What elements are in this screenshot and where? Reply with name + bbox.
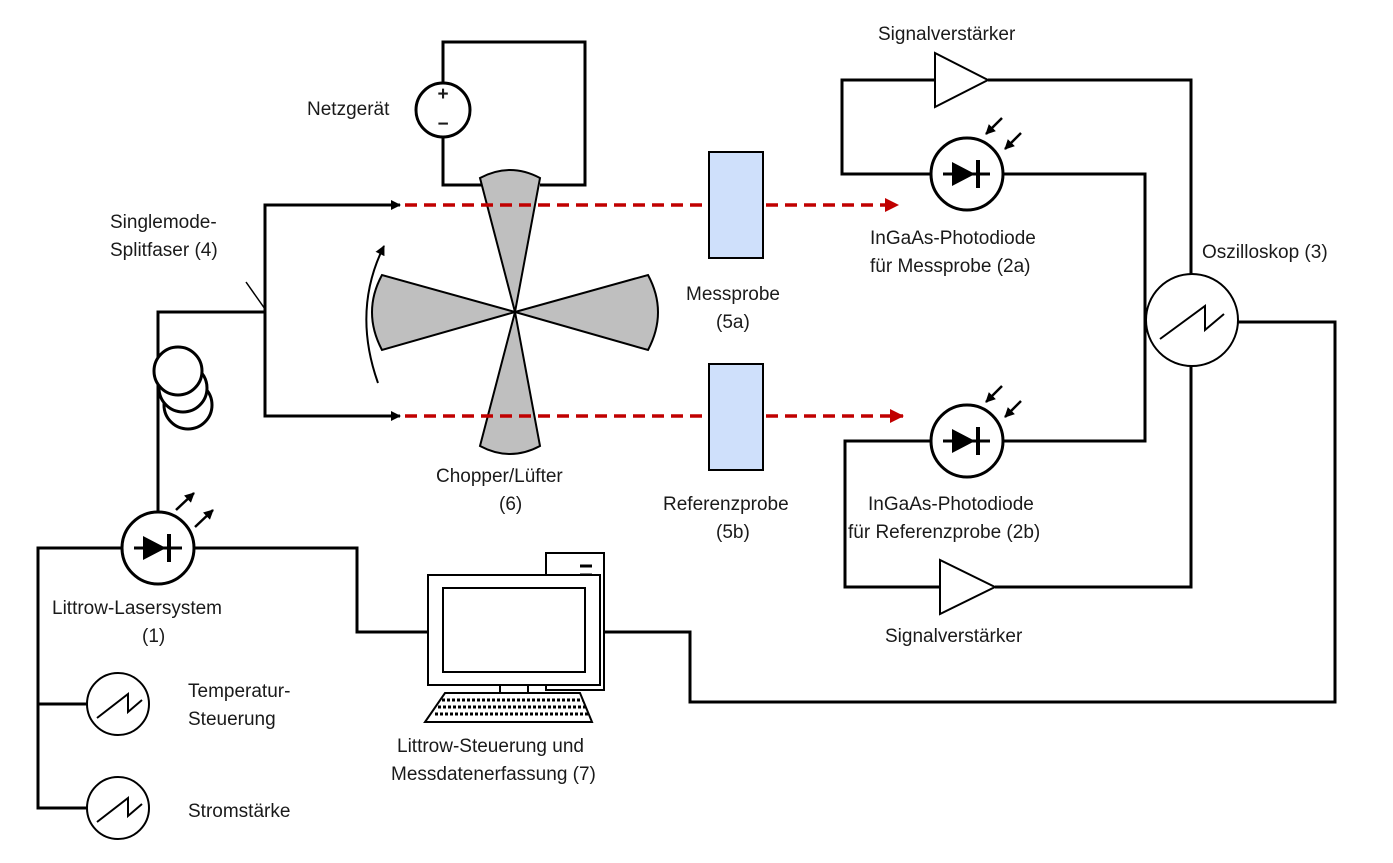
amp-bottom-feedback-wire bbox=[843, 439, 940, 589]
current-controller bbox=[86, 776, 150, 840]
measurement-sample-label-line2: (5a) bbox=[716, 312, 750, 333]
chopper-label-line2: (6) bbox=[499, 494, 522, 515]
pd-a-output-wire bbox=[1004, 172, 1147, 318]
signal-amplifier-bottom bbox=[939, 558, 998, 616]
measurement-sample bbox=[708, 151, 764, 259]
power-plus-symbol: + bbox=[437, 84, 448, 105]
photodiode-2b bbox=[929, 385, 1022, 479]
temperature-label-line1: Temperatur- bbox=[188, 681, 290, 702]
signal-amplifier-top bbox=[934, 51, 991, 109]
laser-left-bus bbox=[36, 546, 122, 810]
photodiode-2b-label-line1: InGaAs-Photodiode bbox=[868, 494, 1034, 515]
current-label: Stromstärke bbox=[188, 801, 290, 822]
fiber-top-branch bbox=[263, 200, 401, 312]
fiber-coil bbox=[152, 345, 214, 431]
amp-top-feedback-wire bbox=[840, 78, 935, 176]
laser-to-pc-wire bbox=[195, 546, 428, 634]
fiber-feed bbox=[156, 310, 265, 518]
measurement-sample-label-line1: Messprobe bbox=[686, 284, 780, 305]
computer-label-line2: Messdatenerfassung (7) bbox=[391, 764, 596, 785]
splitter-leader-line bbox=[245, 281, 266, 310]
pd-b-output-wire bbox=[1004, 318, 1147, 443]
oscilloscope-to-pc-wire bbox=[600, 320, 1337, 704]
laser-label-line2: (1) bbox=[142, 626, 165, 647]
fiber-bottom-branch bbox=[263, 312, 401, 421]
computer-label-line1: Littrow-Steuerung und bbox=[397, 736, 584, 757]
photodiode-2a bbox=[929, 117, 1022, 212]
amplifier-bottom-label: Signalverstärker bbox=[885, 626, 1023, 647]
photodiode-2a-label-line2: für Messprobe (2a) bbox=[870, 256, 1031, 277]
temperature-label-line2: Steuerung bbox=[188, 709, 276, 730]
chopper-fan bbox=[371, 169, 659, 455]
oscilloscope bbox=[1145, 273, 1239, 367]
power-minus-symbol: − bbox=[437, 114, 448, 135]
reference-sample-label-line1: Referenzprobe bbox=[663, 494, 789, 515]
photodiode-2a-label-line1: InGaAs-Photodiode bbox=[870, 228, 1036, 249]
splitter-label-line1: Singlemode- bbox=[110, 212, 217, 233]
amp-bottom-output-wire bbox=[995, 355, 1193, 589]
power-supply: + − bbox=[414, 40, 587, 187]
chopper-label-line1: Chopper/Lüfter bbox=[436, 466, 563, 487]
temperature-controller bbox=[86, 672, 150, 736]
oscilloscope-label: Oszilloskop (3) bbox=[1202, 242, 1328, 263]
reference-sample-label-line2: (5b) bbox=[716, 522, 750, 543]
photodiode-2b-label-line2: für Referenzprobe (2b) bbox=[848, 522, 1040, 543]
power-supply-label: Netzgerät bbox=[307, 99, 390, 120]
rotation-arrow bbox=[365, 245, 385, 384]
splitter-label-line2: Splitfaser (4) bbox=[110, 240, 218, 261]
reference-sample bbox=[708, 363, 764, 471]
computer bbox=[423, 552, 605, 723]
amp-top-output-wire bbox=[988, 78, 1193, 280]
laser-diode bbox=[120, 492, 214, 586]
laser-label-line1: Littrow-Lasersystem bbox=[52, 598, 222, 619]
amplifier-top-label: Signalverstärker bbox=[878, 24, 1016, 45]
